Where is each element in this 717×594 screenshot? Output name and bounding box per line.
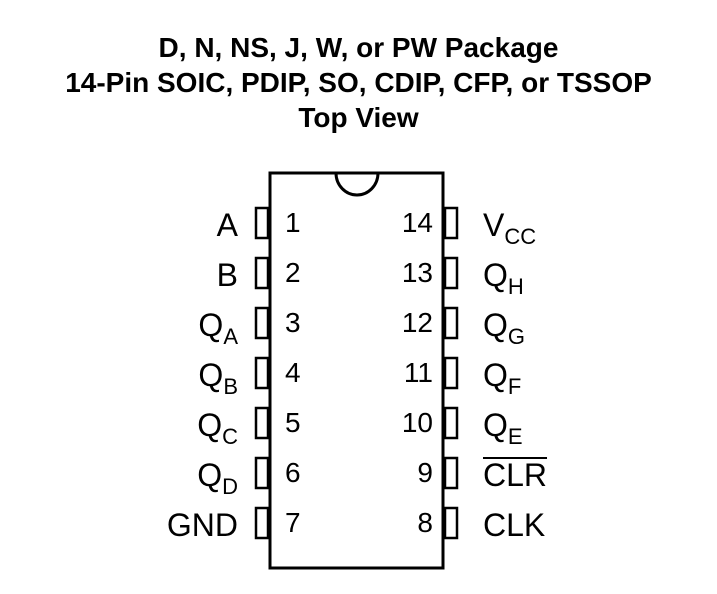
pin-2-name-text: B	[217, 257, 238, 293]
pin-12-lead	[443, 306, 459, 340]
pin-11-lead	[443, 356, 459, 390]
pin-13-number: 13	[402, 257, 433, 288]
pin-3-name-subscript: A	[223, 324, 238, 349]
pin-7-name: GND	[167, 507, 238, 543]
pin-13-name: QH	[483, 257, 524, 299]
pin-9-name: CLR	[483, 457, 547, 493]
pin-13-lead	[443, 256, 459, 290]
pin-10-name-text: Q	[483, 407, 508, 443]
pin-9-number: 9	[417, 457, 433, 488]
pin-2-lead	[254, 256, 270, 290]
pin-5-name-subscript: C	[222, 424, 238, 449]
package-title: D, N, NS, J, W, or PW Package 14-Pin SOI…	[0, 30, 717, 135]
pin-10-lead	[443, 406, 459, 440]
pin-6-number: 6	[285, 457, 301, 488]
pin-9-lead	[443, 456, 459, 490]
pin-2-name: B	[217, 257, 238, 293]
title-line-2: 14-Pin SOIC, PDIP, SO, CDIP, CFP, or TSS…	[65, 67, 652, 98]
pin-2-number: 2	[285, 257, 301, 288]
pin-6-name: QD	[197, 457, 238, 499]
pin-4-name-text: Q	[198, 357, 223, 393]
pin-8-name: CLK	[483, 507, 545, 543]
pin-14-name: VCC	[483, 207, 536, 249]
pin-8-lead	[443, 506, 459, 540]
pin-12-name-subscript: G	[508, 324, 525, 349]
pin-7-number: 7	[285, 507, 301, 538]
pin-6-name-text: Q	[197, 457, 222, 493]
pin-12-name-text: Q	[483, 307, 508, 343]
pin-12-number: 12	[402, 307, 433, 338]
pin-7-lead	[254, 506, 270, 540]
pin-12-name: QG	[483, 307, 525, 349]
pin-14-name-subscript: CC	[504, 224, 536, 249]
pin-14-lead	[443, 206, 459, 240]
pin-6-name-subscript: D	[222, 474, 238, 499]
pin-5-lead	[254, 406, 270, 440]
pin-8-number: 8	[417, 507, 433, 538]
pin-11-name-text: Q	[483, 357, 508, 393]
title-line-1: D, N, NS, J, W, or PW Package	[158, 32, 559, 63]
pin-11-name-subscript: F	[508, 374, 521, 399]
pin-6-lead	[254, 456, 270, 490]
pin-5-name-text: Q	[197, 407, 222, 443]
pin-13-name-text: Q	[483, 257, 508, 293]
pin-10-name-subscript: E	[508, 424, 523, 449]
pin-10-number: 10	[402, 407, 433, 438]
chip-package	[268, 171, 445, 570]
pin-4-lead	[254, 356, 270, 390]
pin-3-lead	[254, 306, 270, 340]
pin-10-name: QE	[483, 407, 523, 449]
pin-4-name-subscript: B	[223, 374, 238, 399]
pin-1-number: 1	[285, 207, 301, 238]
pin-14-name-text: V	[483, 207, 505, 243]
pin-8-name-text: CLK	[483, 507, 545, 543]
pin-1-lead	[254, 206, 270, 240]
pin-9-name-text: CLR	[483, 457, 547, 493]
pin-3-name: QA	[198, 307, 238, 349]
pin-5-number: 5	[285, 407, 301, 438]
pin-11-name: QF	[483, 357, 521, 399]
pin-5-name: QC	[197, 407, 238, 449]
pin-3-name-text: Q	[198, 307, 223, 343]
pin-1-name-text: A	[217, 207, 239, 243]
pin1-notch	[334, 172, 380, 197]
pin-4-name: QB	[198, 357, 238, 399]
pin-3-number: 3	[285, 307, 301, 338]
pin-1-name: A	[217, 207, 239, 243]
pin-14-number: 14	[402, 207, 433, 238]
pin-7-name-text: GND	[167, 507, 238, 543]
chip-body	[268, 171, 445, 570]
title-line-3: Top View	[298, 102, 419, 133]
pin-13-name-subscript: H	[508, 274, 524, 299]
pin-4-number: 4	[285, 357, 301, 388]
pin-11-number: 11	[404, 357, 433, 388]
